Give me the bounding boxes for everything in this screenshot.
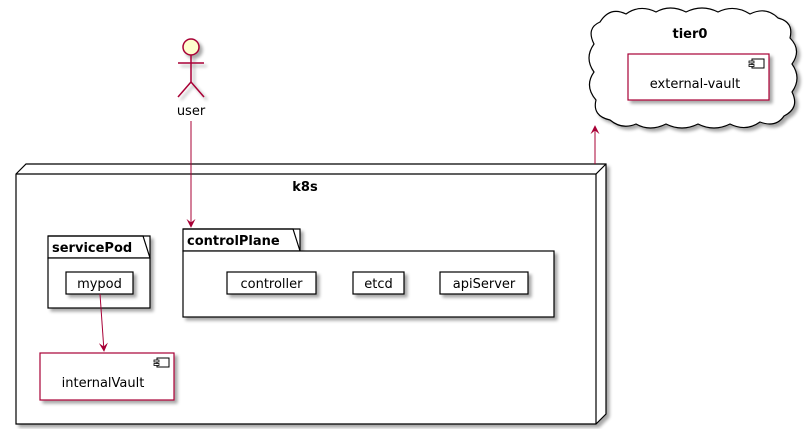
external-vault-component: external-vault: [627, 53, 770, 101]
stick-figure-icon: [177, 38, 205, 98]
mypod-box: mypod: [65, 271, 134, 295]
controller-label: controller: [240, 277, 303, 292]
component-icon: [153, 357, 170, 368]
etcd-label: etcd: [364, 277, 393, 292]
mypod-label: mypod: [77, 277, 122, 292]
etcd-box: etcd: [352, 271, 405, 295]
package-title: servicePod: [52, 241, 132, 256]
apiserver-box: apiServer: [439, 271, 529, 295]
cloud-tier0: tier0 external-vault: [588, 7, 798, 129]
apiserver-label: apiServer: [453, 277, 516, 292]
edges: [98, 121, 600, 352]
node-title: k8s: [292, 180, 318, 195]
component-icon: [748, 58, 765, 69]
internal-vault-component: internalVault: [39, 352, 175, 401]
actor-label: user: [177, 104, 206, 119]
package-controlplane: controlPlane controller etcd apiServer: [182, 228, 555, 318]
edge-mypod-to-internalvault: [98, 293, 108, 352]
cloud-title: tier0: [673, 27, 708, 42]
external-vault-label: external-vault: [650, 77, 740, 92]
actor-user: user: [177, 38, 206, 119]
component-box: [39, 352, 175, 401]
controller-box: controller: [226, 271, 317, 295]
node-k8s: k8s servicePod mypod controlPlane: [15, 163, 607, 425]
package-title: controlPlane: [187, 234, 280, 249]
component-box: [627, 53, 770, 101]
package-servicepod: servicePod mypod: [47, 235, 151, 309]
internal-vault-label: internalVault: [62, 376, 145, 391]
